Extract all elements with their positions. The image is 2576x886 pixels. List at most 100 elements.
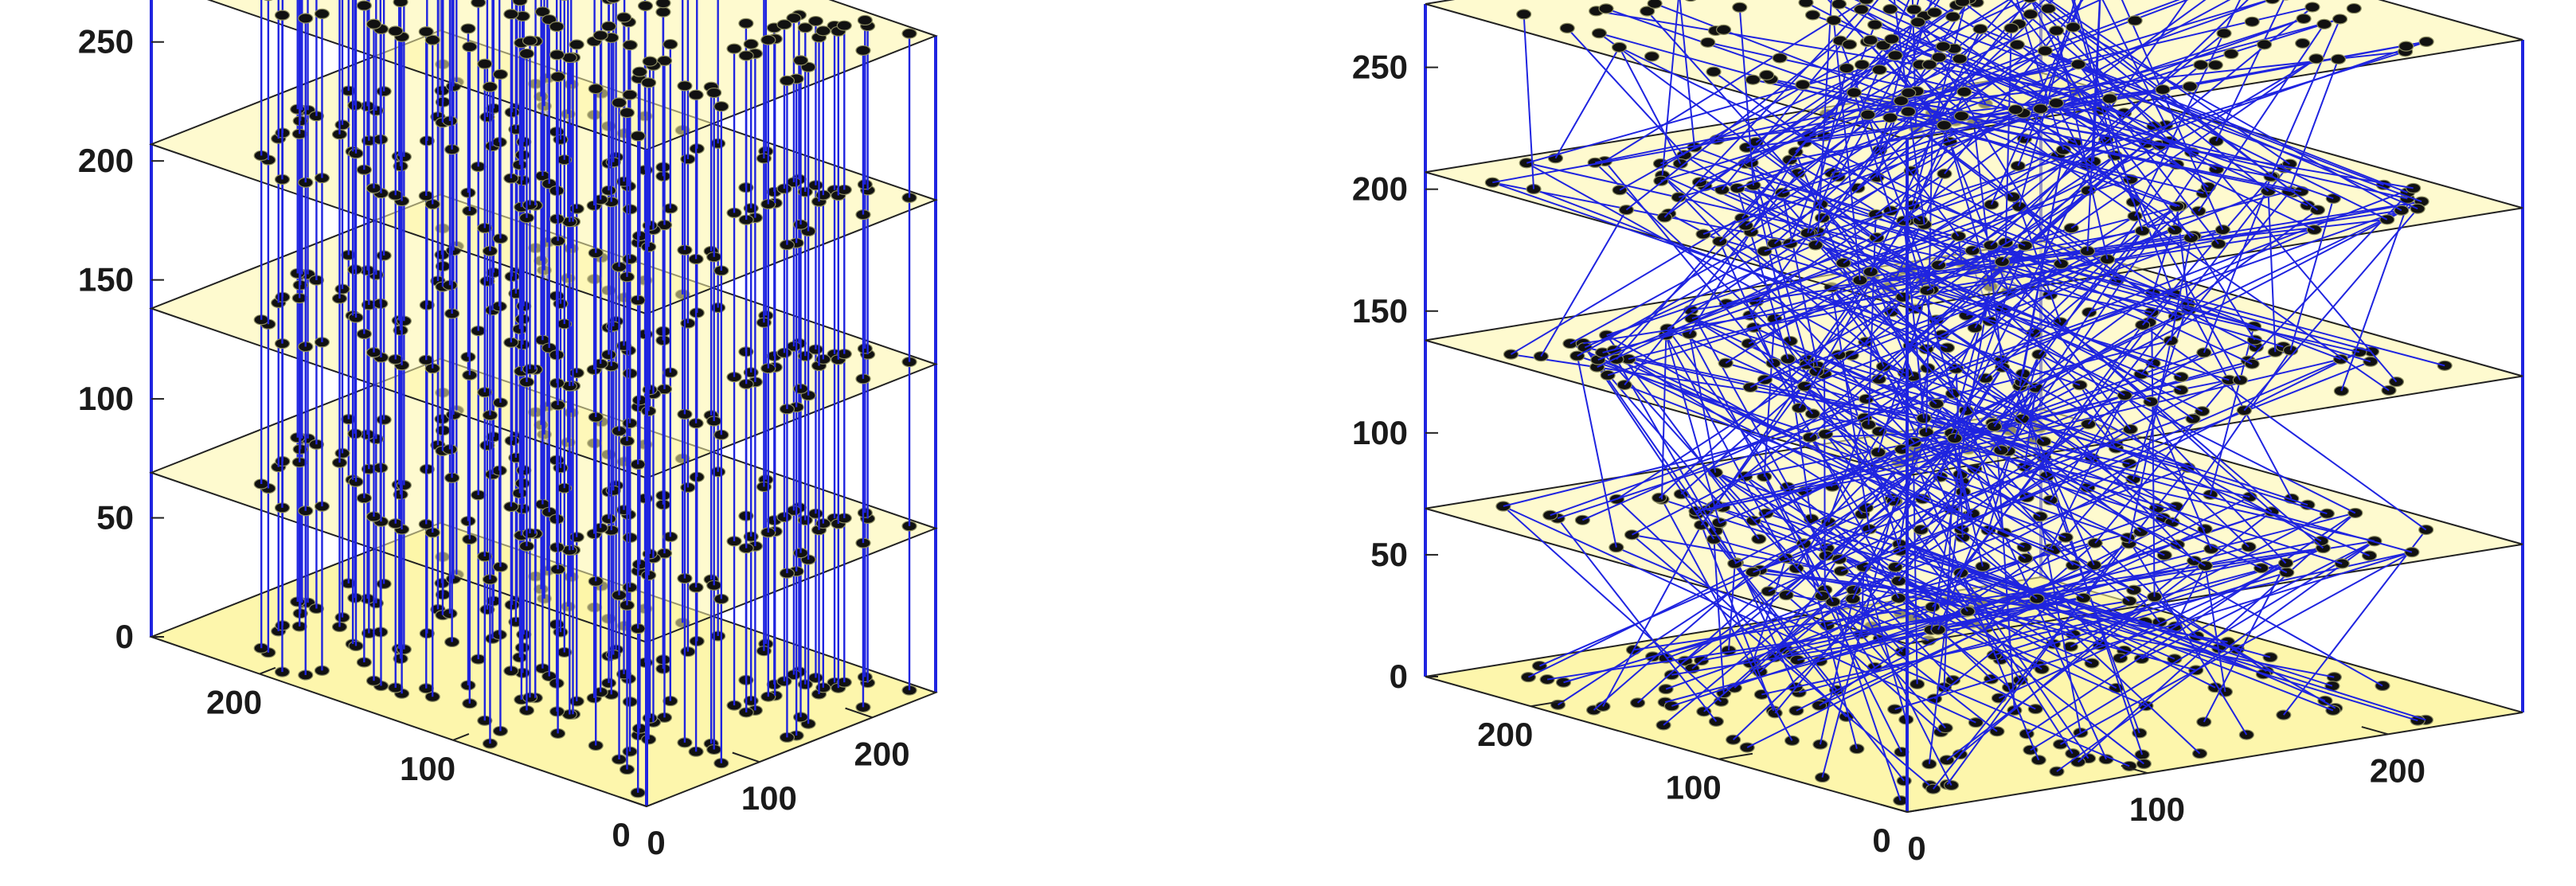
- data-point: [1685, 0, 1697, 2]
- connecting-line: [1820, 0, 1910, 205]
- data-point: [1936, 119, 1953, 131]
- data-point: [274, 10, 291, 21]
- data-point: [518, 48, 535, 60]
- data-point: [1759, 69, 1775, 80]
- connecting-line: [1926, 0, 2217, 170]
- points-plane-4: [264, 0, 917, 142]
- data-point: [1826, 14, 1842, 26]
- connecting-line: [1606, 334, 2084, 599]
- connecting-line: [2023, 138, 2390, 392]
- connecting-line: [1837, 0, 1941, 178]
- data-point: [786, 13, 802, 24]
- data-point: [1831, 0, 1847, 10]
- connecting-line: [2083, 597, 2326, 702]
- connecting-line: [1866, 209, 2402, 400]
- connecting-line: [2039, 353, 2117, 449]
- connecting-line: [2055, 30, 2109, 260]
- connecting-line: [2203, 176, 2272, 353]
- data-point: [2296, 13, 2312, 25]
- connecting-line: [1695, 513, 1838, 691]
- y-tick-mark: [259, 666, 276, 675]
- data-point: [314, 8, 330, 19]
- z-tick-label: 200: [1352, 170, 1408, 208]
- x-tick-mark: [1880, 803, 1908, 813]
- connecting-line: [2087, 6, 2313, 192]
- connecting-line: [1912, 204, 2253, 365]
- connecting-line: [1628, 190, 2289, 361]
- connecting-line: [1601, 352, 1823, 597]
- connecting-line: [1714, 471, 2264, 675]
- connecting-line: [1660, 334, 1667, 500]
- connecting-line: [1745, 0, 2011, 165]
- z-tick-label: 50: [96, 499, 134, 537]
- connecting-line: [1753, 571, 2036, 710]
- data-point: [1772, 53, 1788, 64]
- z-tick-label: 0: [115, 618, 134, 655]
- connecting-line: [1961, 1, 2209, 188]
- connecting-line: [1787, 486, 2144, 765]
- connecting-line: [1853, 366, 2003, 591]
- connecting-line: [1806, 220, 1910, 365]
- connecting-line: [1804, 228, 2223, 388]
- connecting-line: [1702, 18, 2304, 236]
- y-tick-label: 100: [400, 750, 455, 787]
- data-point: [1860, 109, 1876, 120]
- connecting-line: [2019, 150, 2065, 387]
- data-point: [642, 56, 658, 67]
- connecting-line: [1867, 41, 2014, 198]
- connecting-line: [1966, 258, 2108, 316]
- data-point: [503, 9, 519, 20]
- connecting-line: [1910, 189, 2089, 347]
- data-point: [792, 55, 809, 66]
- z-tick-label: 250: [1352, 49, 1408, 86]
- data-point: [622, 40, 638, 51]
- connecting-line: [1533, 188, 1948, 349]
- connecting-line: [2127, 537, 2248, 736]
- connecting-line: [1949, 142, 2010, 292]
- connecting-line: [1727, 563, 1736, 651]
- connecting-line: [2087, 163, 2291, 425]
- data-point: [779, 75, 795, 86]
- connecting-line: [1613, 224, 1747, 351]
- connecting-line: [1683, 154, 2037, 388]
- data-point: [655, 6, 671, 18]
- data-point: [1745, 74, 1761, 85]
- data-point: [655, 0, 671, 9]
- connecting-line: [2008, 218, 2387, 263]
- connecting-line: [1910, 0, 2231, 172]
- x-tick-label: 0: [1907, 829, 1925, 867]
- data-point: [2223, 49, 2239, 60]
- connecting-line: [1666, 235, 1959, 336]
- connecting-line: [1732, 580, 1900, 741]
- data-point: [592, 29, 608, 41]
- connecting-line: [2124, 394, 2287, 564]
- y-tick-label: 200: [1477, 716, 1533, 753]
- data-point: [1804, 10, 1821, 21]
- connecting-line: [1925, 431, 2130, 602]
- connecting-line: [1949, 142, 1992, 287]
- data-point: [1640, 6, 1655, 17]
- data-point: [619, 107, 635, 119]
- data-point: [2048, 97, 2064, 109]
- connecting-line: [1523, 14, 1535, 189]
- connecting-line: [1854, 92, 2414, 189]
- connecting-line: [1576, 355, 1617, 548]
- connecting-line: [1910, 170, 2257, 349]
- data-point: [640, 77, 657, 88]
- connecting-line: [2071, 0, 2117, 156]
- connecting-line: [2175, 206, 2190, 310]
- data-point: [1854, 59, 1870, 70]
- connecting-line: [1718, 240, 1774, 364]
- connecting-line: [1745, 475, 2042, 670]
- x-tick-mark: [2121, 764, 2148, 775]
- z-tick-label: 100: [1352, 414, 1408, 451]
- connecting-line: [1915, 127, 2176, 318]
- connecting-line: [1888, 201, 2422, 288]
- data-point: [549, 49, 565, 60]
- data-point: [2346, 2, 2362, 14]
- data-point: [677, 80, 693, 92]
- data-point: [1906, 4, 1922, 15]
- x-tick-mark: [2361, 726, 2389, 736]
- data-point: [1931, 52, 1947, 63]
- connecting-line: [1960, 572, 2271, 658]
